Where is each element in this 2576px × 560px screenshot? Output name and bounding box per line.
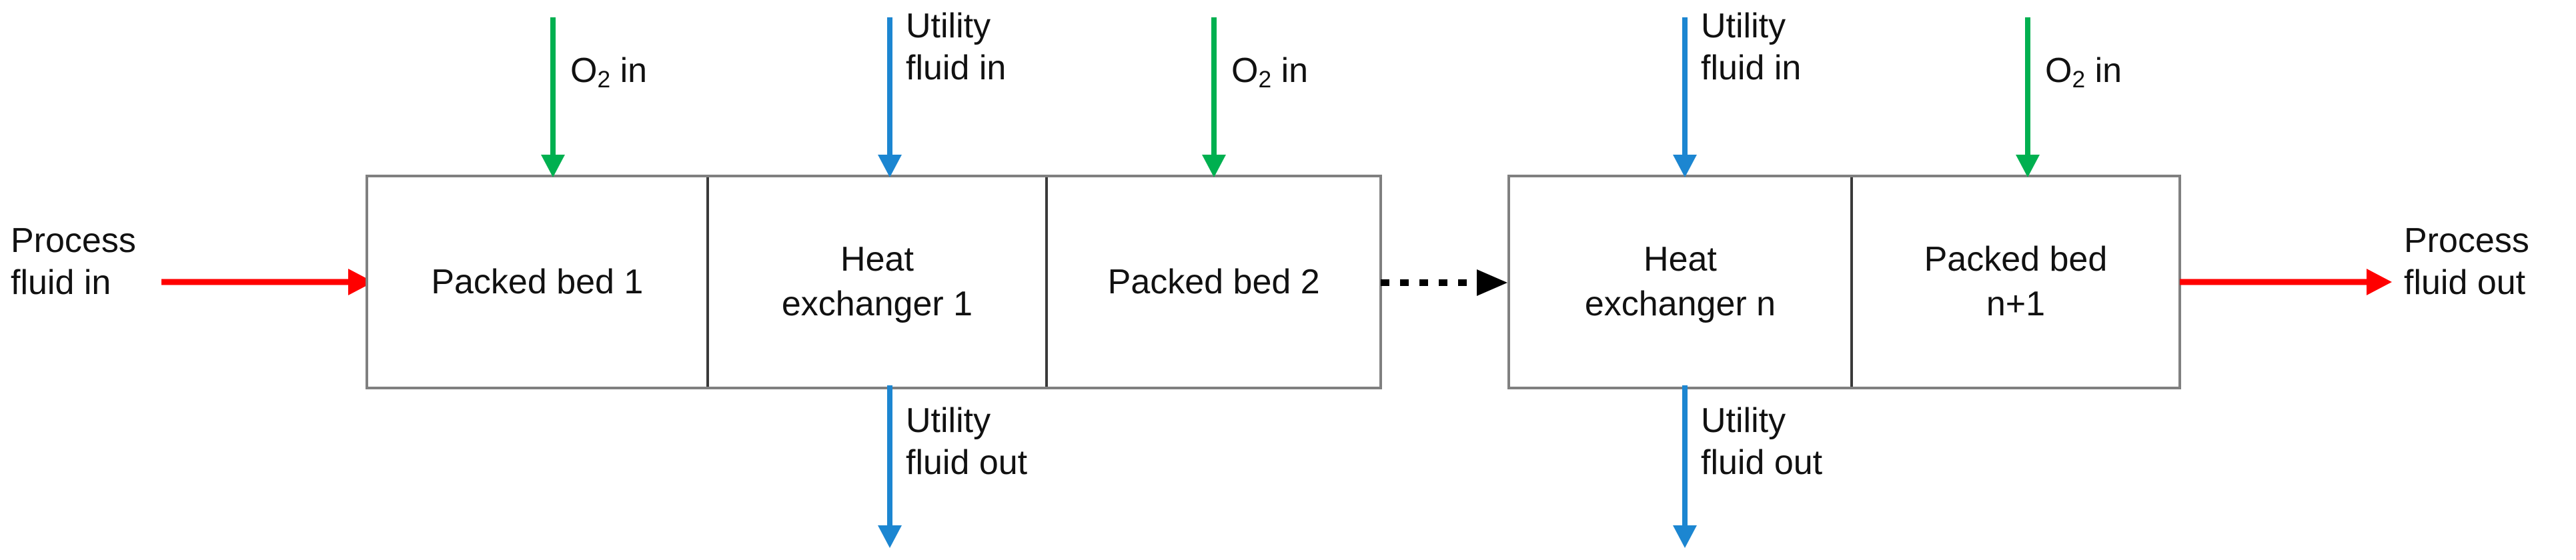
unit-heat-exchanger-n[interactable]: Heat exchanger n bbox=[1510, 177, 1853, 387]
utility-fluid-in-label-1: Utility fluid in bbox=[906, 7, 1007, 88]
oxygen-symbol-3: O bbox=[2045, 51, 2072, 91]
unit-heat-exchanger-n-label: Heat exchanger n bbox=[1584, 240, 1776, 323]
process-fluid-in-label: Process fluid in bbox=[11, 221, 136, 303]
utility-fluid-in-label-n: Utility fluid in bbox=[1701, 7, 1802, 88]
utility-fluid-in-arrow-1 bbox=[878, 17, 902, 177]
process-fluid-out-arrow bbox=[2180, 269, 2392, 295]
utility-fluid-out-label-n: Utility fluid out bbox=[1701, 401, 1823, 483]
oxygen-subscript-2: 2 bbox=[1258, 67, 1272, 93]
unit-packed-bed-1-label: Packed bed 1 bbox=[431, 262, 644, 301]
stage-group-1: Packed bed 1 Heat exchanger 1 Packed bed… bbox=[366, 175, 1382, 389]
repeating-stages-connector-arrow bbox=[1381, 269, 1507, 296]
unit-packed-bed-n-plus-1[interactable]: Packed bed n+1 bbox=[1852, 177, 2178, 387]
oxygen-symbol-2: O bbox=[1231, 51, 1259, 91]
oxygen-in-label-1: O2 in bbox=[570, 8, 717, 93]
oxygen-symbol-1: O bbox=[570, 51, 598, 91]
oxygen-suffix-2: in bbox=[1271, 51, 1309, 91]
process-fluid-in-arrow bbox=[161, 269, 374, 295]
utility-fluid-in-arrow-n bbox=[1673, 17, 1697, 177]
oxygen-subscript-3: 2 bbox=[2072, 67, 2086, 93]
unit-heat-exchanger-1[interactable]: Heat exchanger 1 bbox=[708, 177, 1049, 387]
oxygen-in-arrow-2 bbox=[1202, 17, 1226, 177]
utility-fluid-out-arrow-1 bbox=[878, 385, 902, 548]
oxygen-in-label-3: O2 in bbox=[2045, 8, 2192, 93]
oxygen-suffix-1: in bbox=[610, 51, 648, 91]
oxygen-subscript-1: 2 bbox=[597, 67, 611, 93]
utility-fluid-out-arrow-n bbox=[1673, 385, 1697, 548]
unit-packed-bed-n-plus-1-label: Packed bed n+1 bbox=[1924, 240, 2108, 323]
oxygen-suffix-3: in bbox=[2085, 51, 2122, 91]
oxygen-in-label-2: O2 in bbox=[1231, 8, 1378, 93]
unit-heat-exchanger-1-label: Heat exchanger 1 bbox=[781, 240, 973, 323]
utility-fluid-out-label-1: Utility fluid out bbox=[906, 401, 1028, 483]
stage-group-n: Heat exchanger n Packed bed n+1 bbox=[1507, 175, 2181, 389]
unit-packed-bed-2[interactable]: Packed bed 2 bbox=[1048, 177, 1379, 387]
process-fluid-out-label: Process fluid out bbox=[2404, 221, 2529, 303]
oxygen-in-arrow-3 bbox=[2016, 17, 2040, 177]
unit-packed-bed-1[interactable]: Packed bed 1 bbox=[368, 177, 709, 387]
unit-packed-bed-2-label: Packed bed 2 bbox=[1107, 262, 1320, 301]
oxygen-in-arrow-1 bbox=[541, 17, 565, 177]
